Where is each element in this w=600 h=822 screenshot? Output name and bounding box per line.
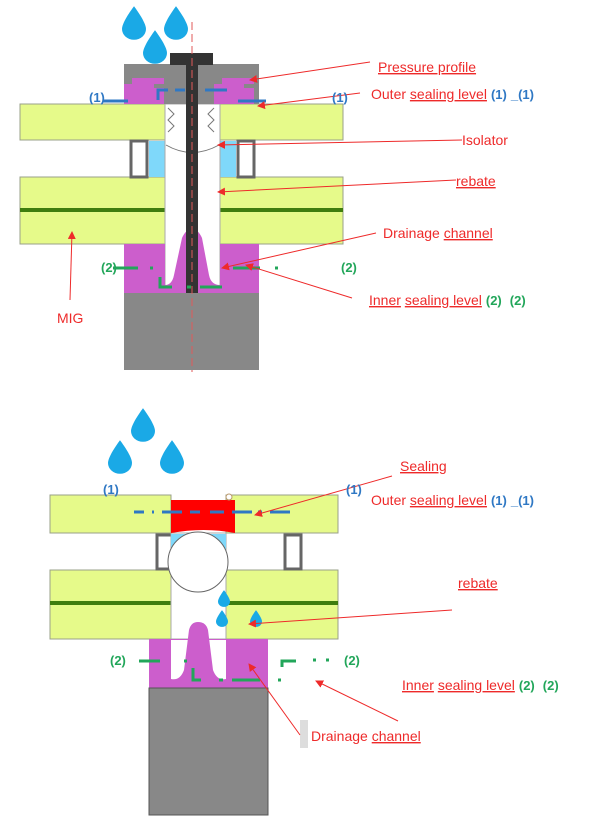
label-outer-sealing-level: Outer sealing level(1)_(1)	[371, 86, 534, 102]
marker-inner-right: (2)	[341, 260, 357, 275]
label-sealing: Sealing	[400, 458, 447, 474]
label-mig: MIG	[57, 310, 83, 326]
svg-text:rebate: rebate	[456, 173, 496, 189]
water-drops-icon	[108, 408, 184, 474]
label-drainage-channel: Drainage channel	[311, 728, 421, 744]
frame-profile	[148, 687, 269, 816]
label-rebate: rebate	[458, 575, 498, 591]
top-diagram: Pressure profile (1) (1) Outer sealing l…	[19, 6, 534, 372]
svg-text:Sealing: Sealing	[400, 458, 447, 474]
marker-inner-left: (2)	[110, 653, 126, 668]
label-inner-sealing-level: Inner sealing level(2)(2)	[369, 292, 526, 308]
marker-inner-right: (2)	[344, 653, 360, 668]
glass-pane-outer	[49, 494, 339, 534]
marker-inner-left: (2)	[101, 260, 117, 275]
spacers	[129, 139, 256, 179]
label-outer-sealing-level: Outer sealing level(1)_(1)	[371, 492, 534, 508]
drainage-profile	[149, 622, 268, 688]
label-drainage-channel: Drainage channel	[383, 225, 493, 241]
outer-sealing-level-line	[103, 88, 266, 103]
bottom-diagram: Sealing (1) (1) Outer sealing level(1)_(…	[49, 408, 559, 816]
svg-text:Pressure profile: Pressure profile	[378, 59, 476, 75]
inner-sealing-level-line	[139, 658, 329, 682]
sealing-compound	[171, 500, 235, 533]
leader-lines	[248, 475, 453, 736]
marker-outer-left: (1)	[103, 482, 119, 497]
glass-pane-inner	[19, 176, 344, 245]
marker-outer-right: (1)	[332, 90, 348, 105]
label-pressure-profile: Pressure profile	[378, 59, 476, 75]
backer-rod	[167, 531, 229, 593]
leader-lines	[67, 61, 463, 301]
marker-outer-left: (1)	[89, 90, 105, 105]
glass-pane-inner	[49, 569, 339, 640]
pressure-profile	[124, 78, 254, 104]
label-isolator: Isolator	[462, 132, 508, 148]
label-rebate: rebate	[456, 173, 496, 189]
glass-pane-outer	[19, 103, 344, 141]
label-inner-sealing-level: Inner sealing level(2)(2)	[402, 677, 559, 693]
marker-outer-right: (1)	[346, 482, 362, 497]
inner-sealing-level-line	[113, 266, 278, 289]
svg-text:rebate: rebate	[458, 575, 498, 591]
